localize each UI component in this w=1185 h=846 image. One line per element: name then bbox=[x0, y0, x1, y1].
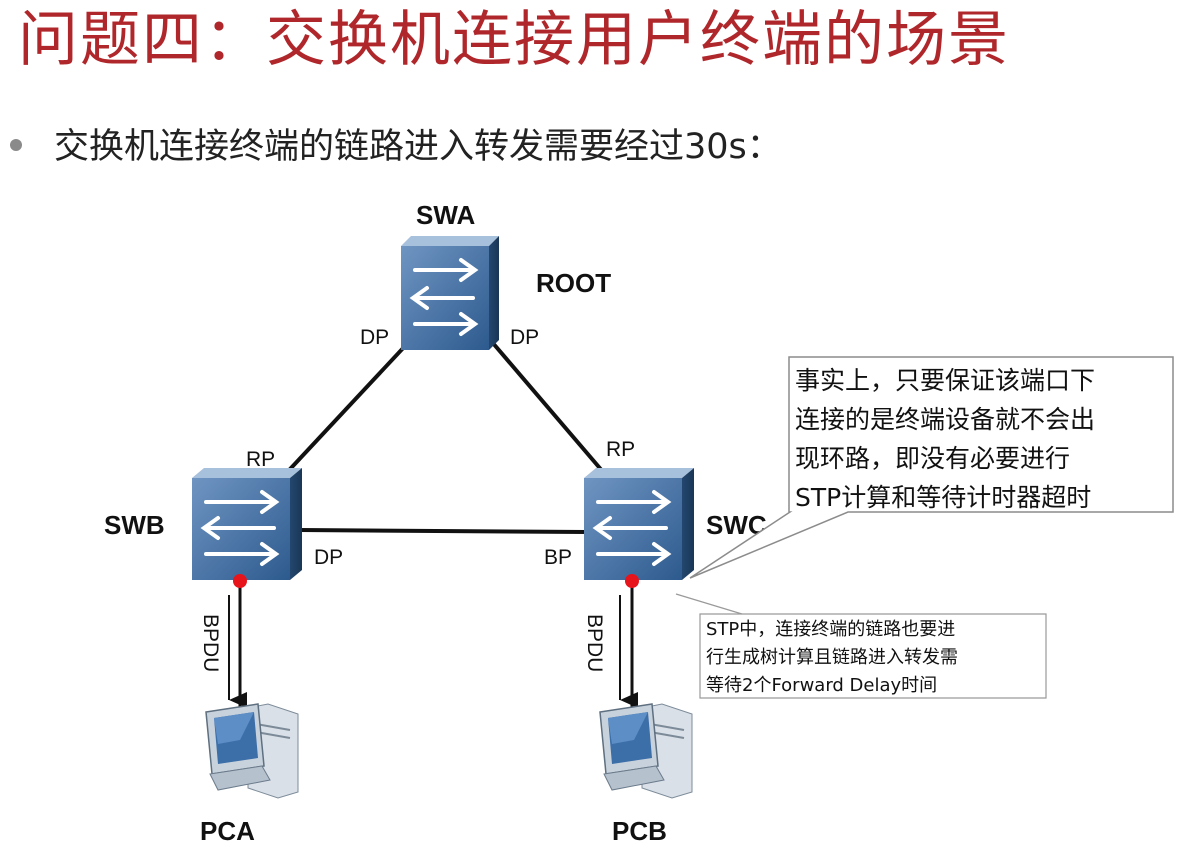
callout-note-line: STP中，连接终端的链路也要进 bbox=[706, 619, 956, 640]
port-dot-swb bbox=[233, 574, 247, 588]
port-label-swc-top: RP bbox=[606, 438, 635, 461]
switch-icon-swb bbox=[192, 468, 302, 580]
label-root: ROOT bbox=[536, 268, 611, 298]
bullet-text: 交换机连接终端的链路进入转发需要经过30s： bbox=[54, 126, 782, 167]
callout-main-bubble bbox=[689, 356, 1174, 579]
callout-note-line: 行生成树计算且链路进入转发需 bbox=[706, 647, 958, 668]
link-swb-swc bbox=[299, 528, 587, 534]
port-label-swb-right: DP bbox=[314, 546, 343, 569]
computer-icon-pca bbox=[205, 703, 299, 799]
callout-main-line: 事实上，只要保证该端口下 bbox=[795, 366, 1096, 395]
callout-main-line: STP计算和等待计时器超时 bbox=[795, 483, 1092, 512]
callout-note-text: STP中，连接终端的链路也要进 行生成树计算且链路进入转发需 等待2个Forwa… bbox=[700, 614, 1045, 702]
callout-note-pointer bbox=[675, 593, 743, 615]
bullet-dot bbox=[10, 139, 22, 151]
port-label-swc-left: BP bbox=[544, 546, 572, 569]
callout-main-line: 连接的是终端设备就不会出 bbox=[795, 405, 1096, 434]
switch-icon-swa bbox=[401, 236, 499, 350]
bpdu-label-right: BPDU bbox=[583, 614, 606, 672]
link-swa-swb bbox=[276, 328, 422, 484]
link-swa-swc bbox=[490, 340, 612, 482]
bullet-item: 交换机连接终端的链路进入转发需要经过30s： bbox=[10, 118, 782, 168]
port-label-swa-left: DP bbox=[360, 326, 389, 349]
callout-main-text: 事实上，只要保证该端口下 连接的是终端设备就不会出 现环路，即没有必要进行 ST… bbox=[789, 357, 1171, 521]
label-swa: SWA bbox=[416, 200, 475, 230]
callout-main-line: 现环路，即没有必要进行 bbox=[795, 444, 1071, 473]
label-pca: PCA bbox=[200, 816, 255, 846]
switch-icon-swc bbox=[584, 468, 694, 580]
port-label-swb-top: RP bbox=[246, 448, 275, 471]
computer-icon-pcb bbox=[599, 703, 693, 799]
callout-note-line: 等待2个Forward Delay时间 bbox=[706, 675, 938, 696]
callout-note-box bbox=[699, 613, 1047, 699]
page-title: 问题四：交换机连接用户终端的场景 bbox=[18, 5, 1010, 75]
label-swb: SWB bbox=[104, 510, 165, 540]
port-dot-swc bbox=[625, 574, 639, 588]
bpdu-label-left: BPDU bbox=[199, 614, 222, 672]
label-pcb: PCB bbox=[612, 816, 667, 846]
port-label-swa-right: DP bbox=[510, 326, 539, 349]
